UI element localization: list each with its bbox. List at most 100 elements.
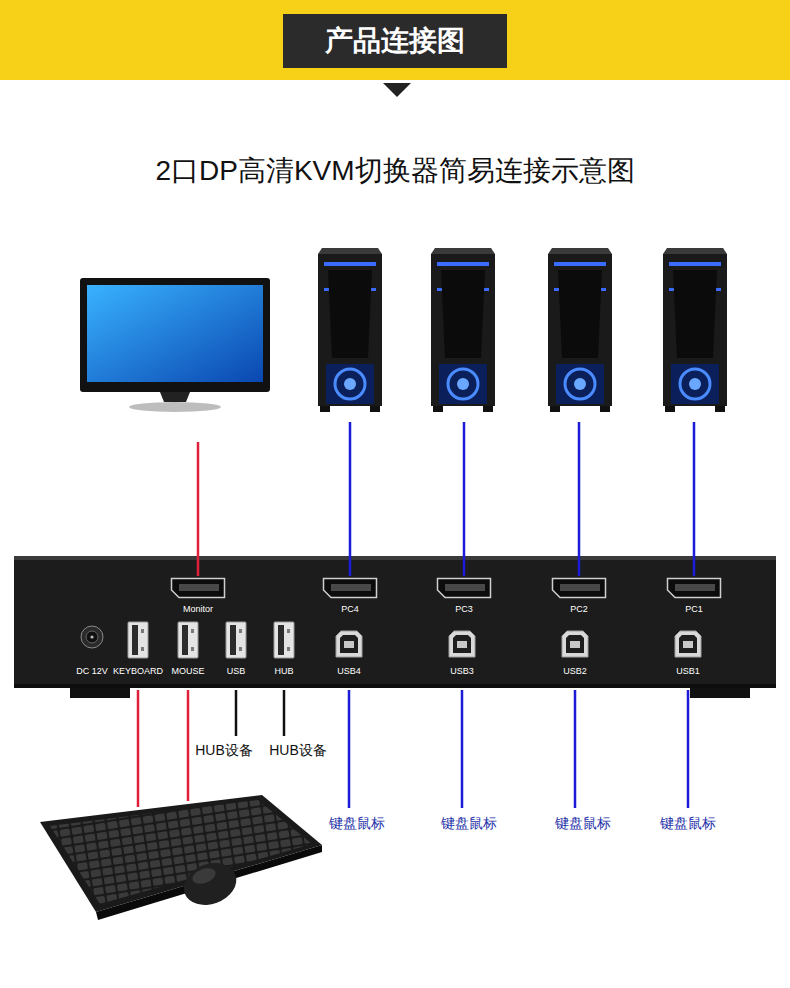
port-part <box>226 622 246 658</box>
port-label: USB2 <box>563 666 587 677</box>
illustration-part <box>235 690 238 736</box>
port-part <box>453 635 471 653</box>
port-part <box>128 622 148 658</box>
port-shape <box>170 577 226 599</box>
port-shape <box>551 577 607 599</box>
port-box: USB <box>225 621 247 677</box>
port-part <box>178 622 198 658</box>
illustration-part <box>137 690 140 807</box>
port-shape <box>80 625 104 649</box>
port-part <box>457 641 467 648</box>
port-part <box>324 579 377 598</box>
port-part <box>668 579 721 598</box>
port-box: USB3 <box>448 630 476 677</box>
illustration-part <box>283 690 286 736</box>
port-part <box>287 647 290 651</box>
port-box: PC2 <box>551 577 607 615</box>
port-label: USB1 <box>676 666 700 677</box>
illustration-part <box>178 856 242 912</box>
device-label: 键盘鼠标 <box>329 815 385 833</box>
port-part <box>141 647 144 651</box>
port-label: Monitor <box>183 604 213 615</box>
port-label: PC3 <box>455 604 473 615</box>
illustration-part <box>14 684 776 688</box>
pc-towers <box>318 248 727 412</box>
illustration-part <box>383 83 411 97</box>
port-part <box>675 584 715 591</box>
port-part <box>239 647 242 651</box>
port-part <box>344 641 354 648</box>
illustration-part <box>80 278 270 392</box>
port-part <box>132 625 138 655</box>
illustration-part <box>463 422 466 576</box>
port-part <box>675 631 701 657</box>
device-label: 键盘鼠标 <box>660 815 716 833</box>
illustration-part <box>578 422 581 576</box>
top-band <box>0 0 790 97</box>
kvm-panel <box>14 556 776 698</box>
port-label: HUB <box>274 666 293 677</box>
port-label: PC1 <box>685 604 703 615</box>
illustration-part <box>87 285 263 382</box>
port-part <box>81 626 103 648</box>
port-part <box>331 584 371 591</box>
device-label: 键盘鼠标 <box>555 815 611 833</box>
port-part <box>438 579 491 598</box>
illustration-part <box>14 556 776 688</box>
illustration-part <box>187 690 190 801</box>
monitor <box>80 278 270 412</box>
port-shape <box>273 621 295 659</box>
port-box: MOUSE <box>171 621 204 677</box>
port-shape <box>127 621 149 659</box>
port-shape <box>436 577 492 599</box>
illustration-part <box>160 392 190 402</box>
port-part <box>172 579 225 598</box>
diagram-title: 2口DP高清KVM切换器简易连接示意图 <box>0 152 790 190</box>
wires <box>138 422 694 808</box>
port-box: PC3 <box>436 577 492 615</box>
port-label: USB <box>227 666 246 677</box>
illustration-part <box>687 690 690 808</box>
port-part <box>336 631 362 657</box>
illustration-part <box>663 248 727 412</box>
illustration-part <box>318 248 382 412</box>
illustration-part <box>461 690 464 808</box>
port-label: KEYBOARD <box>113 666 163 677</box>
port-part <box>274 622 294 658</box>
port-box: USB1 <box>674 630 702 677</box>
port-part <box>90 635 93 638</box>
port-part <box>683 641 693 648</box>
port-part <box>560 584 600 591</box>
port-box: DC 12V <box>76 625 108 677</box>
port-part <box>445 584 485 591</box>
port-part <box>191 629 194 633</box>
illustration-part <box>14 556 776 560</box>
port-shape <box>448 630 476 658</box>
port-label: DC 12V <box>76 666 108 677</box>
port-box: KEYBOARD <box>113 621 163 677</box>
port-box: PC1 <box>666 577 722 615</box>
illustration-part <box>349 422 352 576</box>
device-label: HUB设备 <box>195 742 253 760</box>
heading-banner: 产品连接图 <box>283 14 507 68</box>
port-box: USB2 <box>561 630 589 677</box>
port-shape <box>674 630 702 658</box>
port-shape <box>225 621 247 659</box>
port-part <box>179 584 219 591</box>
port-part <box>230 625 236 655</box>
port-part <box>553 579 606 598</box>
illustration-part <box>197 442 200 576</box>
port-part <box>570 641 580 648</box>
illustration-part <box>548 248 612 412</box>
illustration-part <box>574 690 577 808</box>
port-box: USB4 <box>335 630 363 677</box>
illustration-part <box>129 402 221 412</box>
port-part <box>86 631 98 643</box>
port-shape <box>177 621 199 659</box>
port-part <box>340 635 358 653</box>
port-part <box>141 629 144 633</box>
port-part <box>562 631 588 657</box>
port-label: PC4 <box>341 604 359 615</box>
